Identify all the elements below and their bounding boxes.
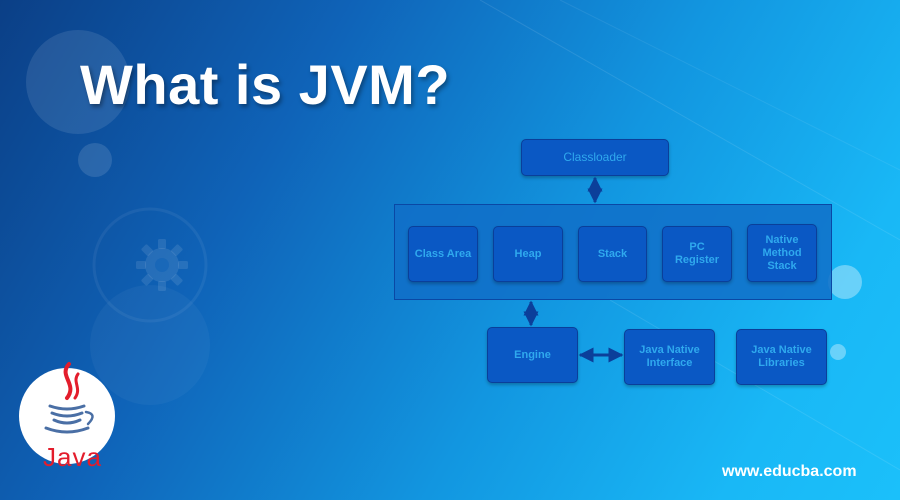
node-heap: Heap <box>493 226 563 282</box>
node-classloader: Classloader <box>521 139 669 176</box>
page-title: What is JVM? <box>80 53 451 116</box>
node-java-native-interface: Java Native Interface <box>624 329 715 385</box>
node-native-method-stack: Native Method Stack <box>747 224 817 282</box>
node-class-area: Class Area <box>408 226 478 282</box>
node-stack: Stack <box>578 226 647 282</box>
java-logo-text: Java <box>43 442 102 472</box>
node-engine: Engine <box>487 327 578 383</box>
java-logo-icon <box>19 362 115 464</box>
node-java-native-libraries: Java Native Libraries <box>736 329 827 385</box>
node-pc-register: PC Register <box>662 226 732 282</box>
website-url: www.educba.com <box>722 463 857 480</box>
